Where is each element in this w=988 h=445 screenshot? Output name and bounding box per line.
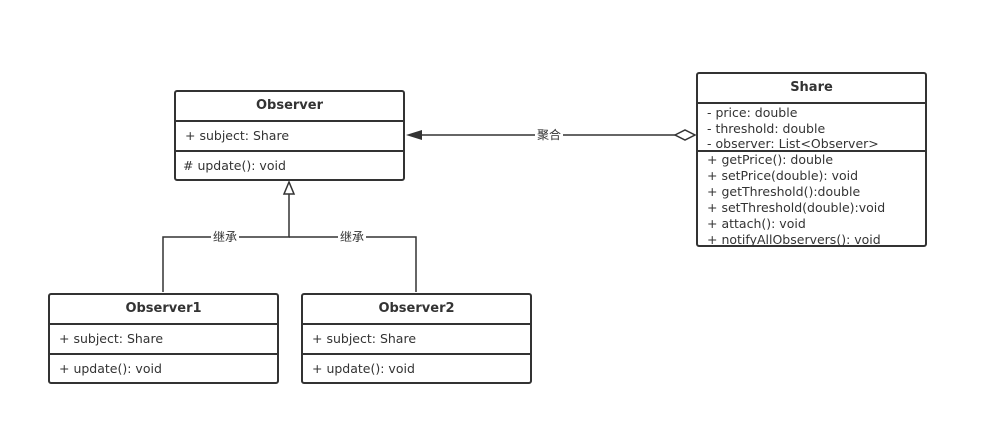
class-share-name: Share (698, 74, 925, 104)
aggregation-label: 聚合 (535, 128, 564, 142)
method: # update(): void (183, 158, 286, 173)
inheritance-triangle (282, 180, 296, 195)
class-observer1-attributes: + subject: Share (50, 325, 277, 355)
class-observer1-name: Observer1 (50, 295, 277, 325)
attribute: + subject: Share (59, 331, 164, 346)
method: + attach(): void (707, 216, 806, 231)
method: + notifyAllObservers(): void (707, 232, 881, 247)
class-observer-name: Observer (176, 92, 403, 122)
attribute: + subject: Share (312, 331, 417, 346)
inheritance-label-observer1: 继承 (211, 230, 240, 244)
attribute: - price: double (707, 105, 798, 120)
aggregation-diamond (673, 129, 697, 141)
class-observer2-name: Observer2 (303, 295, 530, 325)
class-observer[interactable]: Observer + subject: Share # update(): vo… (174, 90, 405, 181)
attribute: + subject: Share (185, 128, 290, 143)
class-share-attributes: - price: double - threshold: double - ob… (698, 104, 925, 152)
class-observer2-attributes: + subject: Share (303, 325, 530, 355)
class-observer2[interactable]: Observer2 + subject: Share + update(): v… (301, 293, 532, 384)
attribute: - threshold: double (707, 120, 826, 136)
method: + getThreshold():double (707, 184, 861, 199)
class-observer1[interactable]: Observer1 + subject: Share + update(): v… (48, 293, 279, 384)
method: + setThreshold(double):void (707, 200, 886, 215)
class-observer-methods: # update(): void (176, 152, 403, 179)
method: + getPrice(): double (707, 152, 834, 167)
class-share-methods: + getPrice(): double + setPrice(double):… (698, 152, 925, 248)
class-observer-attributes: + subject: Share (176, 122, 403, 152)
class-observer1-methods: + update(): void (50, 355, 277, 382)
class-observer2-methods: + update(): void (303, 355, 530, 382)
association-arrowhead (406, 130, 422, 140)
attribute: - observer: List<Observer> (707, 136, 879, 151)
method: + setPrice(double): void (707, 168, 859, 183)
method: + update(): void (59, 361, 162, 376)
inheritance-line-observer2 (289, 236, 417, 292)
inheritance-label-observer2: 继承 (338, 230, 367, 244)
method: + update(): void (312, 361, 415, 376)
class-share[interactable]: Share - price: double - threshold: doubl… (696, 72, 927, 247)
